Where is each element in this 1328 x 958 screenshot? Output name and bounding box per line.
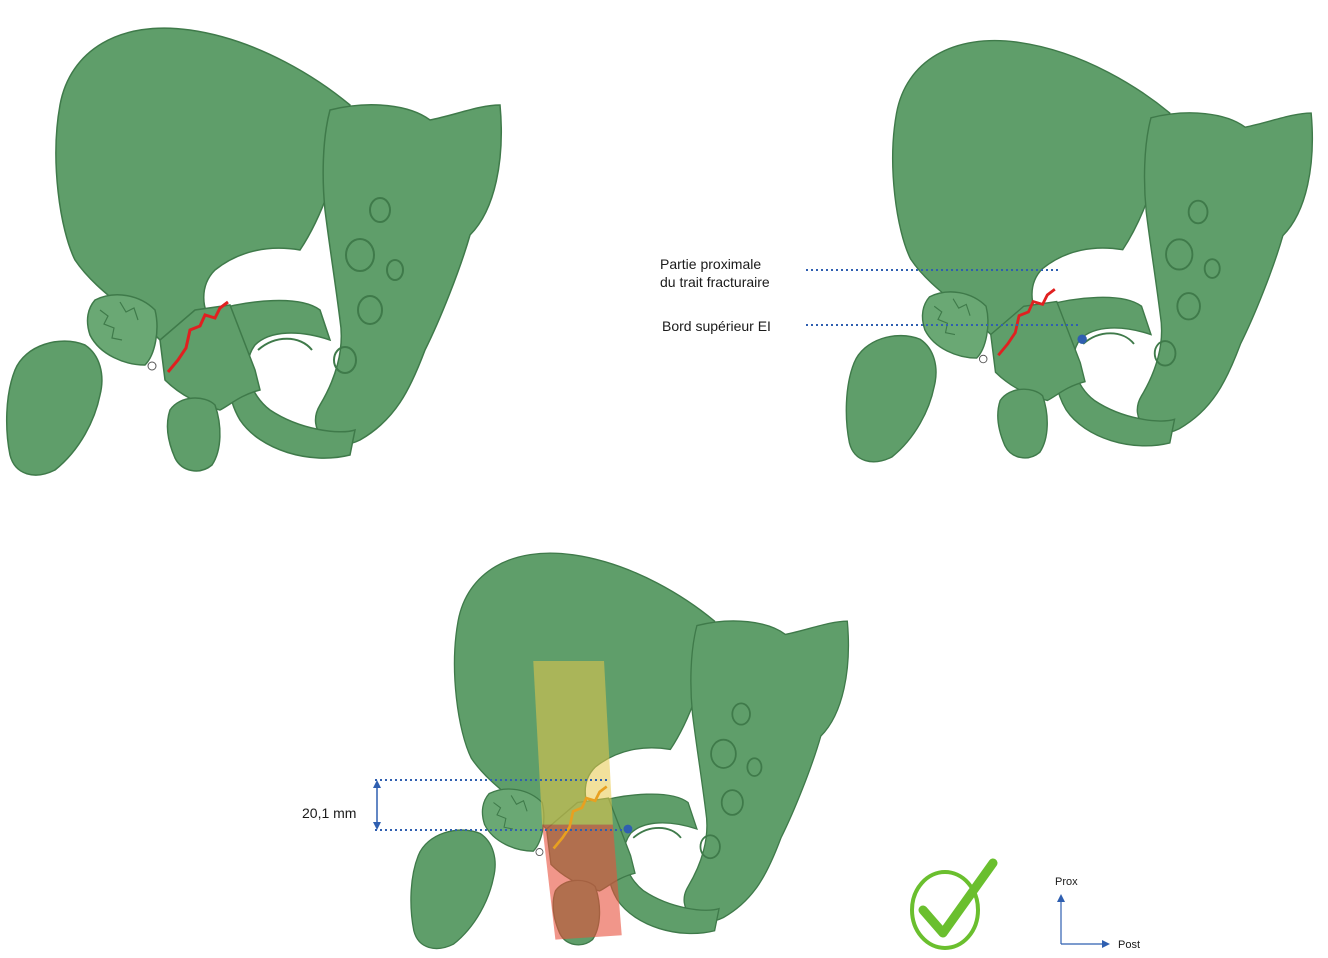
measurement-label: 20,1 mm bbox=[302, 804, 356, 822]
pelvis-view-top-right bbox=[840, 10, 1328, 480]
proximal-fracture-label-line1: Partie proximale bbox=[660, 255, 770, 273]
pelvis-view-top-left bbox=[0, 10, 520, 480]
axis-right-label: Post bbox=[1118, 939, 1140, 951]
pelvis-view-bottom bbox=[405, 535, 865, 955]
axis-up-label: Prox bbox=[1055, 876, 1078, 888]
proximal-fracture-label-line2: du trait fracturaire bbox=[660, 273, 770, 291]
superior-border-label: Bord supérieur EI bbox=[662, 317, 771, 335]
axis-arrows-icon bbox=[1055, 890, 1115, 950]
proximal-fracture-label: Partie proximale du trait fracturaire bbox=[660, 255, 770, 291]
annotation-lines bbox=[800, 255, 1100, 345]
checkmark-icon bbox=[905, 855, 1000, 955]
measurement-indicator bbox=[365, 770, 625, 840]
red-overlay bbox=[542, 825, 622, 940]
